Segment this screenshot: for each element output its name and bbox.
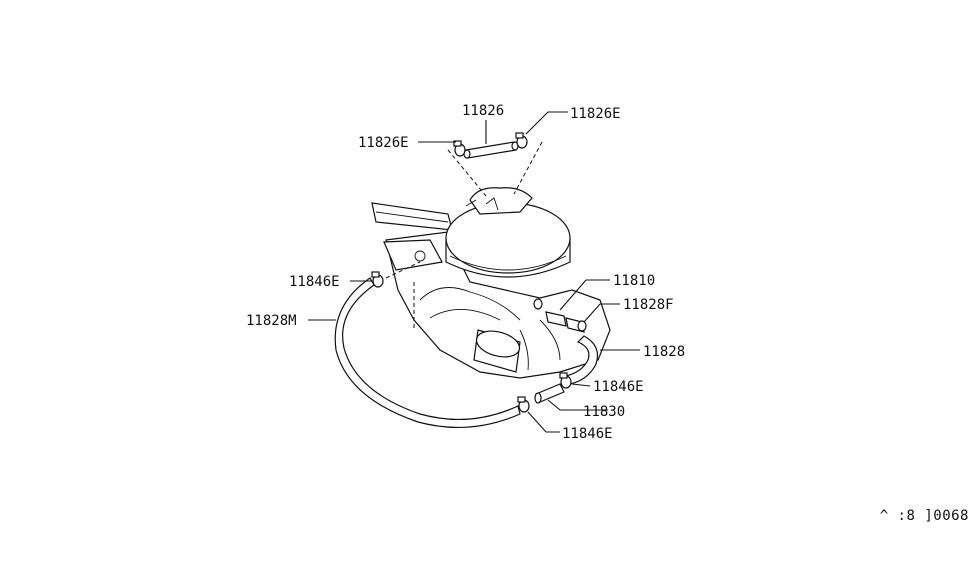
label-hose-11828f: 11828F: [623, 297, 674, 313]
clamp-top-left: [453, 140, 466, 157]
label-clamp-top-left: 11826E: [358, 135, 409, 151]
label-clamp-bottom: 11846E: [562, 426, 613, 442]
assembly-line: [385, 261, 421, 279]
hose-11826: [463, 141, 519, 159]
reference-code: ^ :8 ]0068: [879, 508, 969, 524]
label-hose-11828m: 11828M: [246, 313, 297, 329]
label-hose-11826: 11826: [462, 103, 504, 119]
label-hose-11830: 11830: [583, 404, 625, 420]
clamp-top-right: [515, 132, 528, 149]
label-clamp-top-right: 11826E: [570, 106, 621, 122]
label-hose-11828: 11828: [643, 344, 685, 360]
clamp-left: [371, 271, 384, 288]
assembly-line: [447, 149, 487, 197]
assembly-line: [513, 141, 543, 195]
hose-11828m: [334, 277, 521, 429]
clamp-right: [559, 372, 572, 389]
air-cleaner: [445, 187, 571, 278]
valve-11810: [533, 298, 567, 327]
intake-manifold: [371, 202, 611, 379]
hose-11830: [534, 383, 565, 404]
label-clamp-left: 11846E: [289, 274, 340, 290]
hose-11828f: [565, 317, 587, 333]
label-valve-11810: 11810: [613, 273, 655, 289]
label-clamp-right: 11846E: [593, 379, 644, 395]
clamp-bottom: [517, 396, 530, 413]
leader-lines: [308, 111, 640, 433]
